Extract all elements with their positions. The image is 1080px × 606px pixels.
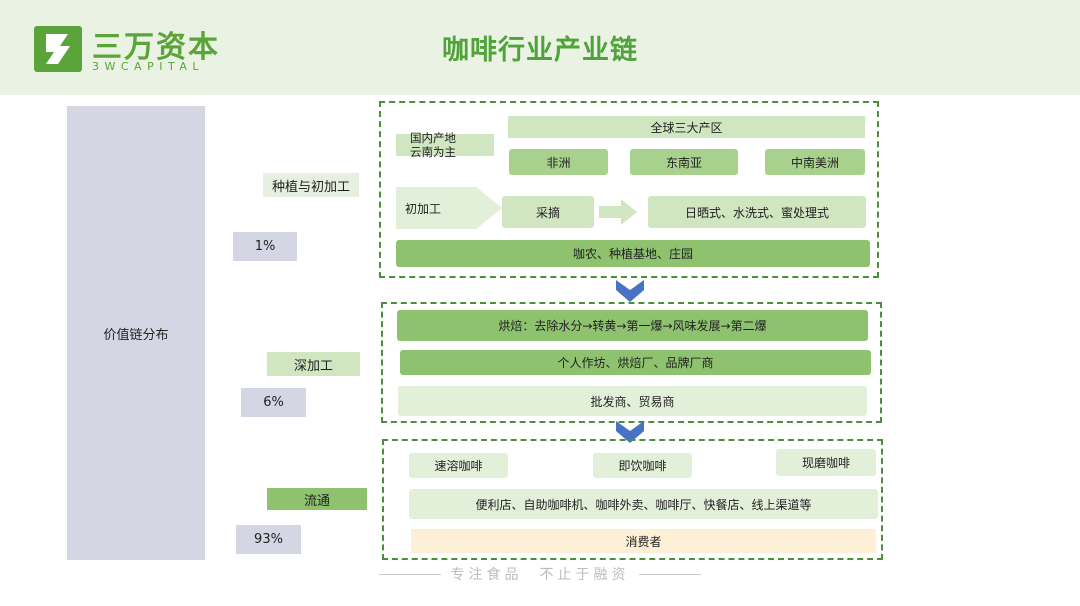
- footer-slogan: 专注食品 不止于融资: [450, 567, 630, 583]
- logo-icon: [34, 26, 82, 72]
- processing-methods: 日晒式、水洗式、蜜处理式: [648, 196, 866, 228]
- logo-text: 三万资本: [92, 30, 220, 65]
- page-title: 咖啡行业产业链: [442, 35, 638, 66]
- value-chain-column: 价值链分布: [67, 106, 205, 560]
- region-africa: 非洲: [509, 149, 608, 175]
- region-latin-america: 中南美洲: [765, 149, 865, 175]
- stage-pct-processing: 6%: [241, 388, 306, 417]
- stage-label-distribution: 流通: [267, 488, 367, 510]
- stage-name: 种植与初加工: [271, 179, 350, 195]
- stage-name: 流通: [303, 493, 330, 509]
- initial-processing-label: 初加工: [405, 201, 442, 216]
- product-rtd: 即饮咖啡: [593, 453, 692, 478]
- value-chain-label: 价值链分布: [103, 327, 169, 343]
- section-planting-box: [379, 101, 879, 278]
- chevron-down-icon: [616, 421, 644, 443]
- initial-processing-arrow-shape: [396, 187, 502, 229]
- roasters-row: 个人作坊、烘焙厂、品牌厂商: [400, 350, 871, 375]
- footer-slogan-bar: 专注食品 不止于融资: [0, 564, 1080, 584]
- footer-divider-right: [639, 573, 702, 575]
- pct-value: 1%: [254, 239, 276, 254]
- product-fresh-ground: 现磨咖啡: [776, 449, 876, 476]
- picking-step: 采摘: [502, 196, 594, 228]
- section-distribution-box: [382, 439, 883, 560]
- domestic-origin-label: 国内产地 云南为主: [396, 131, 494, 159]
- stage-label-processing: 深加工: [267, 352, 360, 376]
- stage-label-planting: 种植与初加工: [263, 173, 359, 197]
- stage-pct-distribution: 93%: [236, 525, 301, 554]
- right-arrow-icon: [599, 199, 637, 225]
- region-southeast-asia: 东南亚: [630, 149, 738, 175]
- header-band: [0, 0, 1080, 95]
- chevron-down-icon: [616, 280, 644, 302]
- traders-row: 批发商、贸易商: [398, 386, 867, 416]
- stage-name: 深加工: [293, 358, 333, 374]
- section-processing-box: [381, 302, 882, 423]
- footer-divider-left: [378, 573, 441, 575]
- pct-value: 93%: [254, 532, 283, 547]
- product-instant: 速溶咖啡: [409, 453, 508, 478]
- roasting-row: 烘焙：去除水分→转黄→第一爆→风味发展→第二爆: [397, 310, 868, 341]
- logo-subtext: 3WCAPITAL: [92, 60, 204, 73]
- pct-value: 6%: [263, 395, 284, 410]
- consumer-row: 消费者: [411, 529, 876, 553]
- global-regions-label: 全球三大产区: [508, 116, 865, 138]
- channels-row: 便利店、自助咖啡机、咖啡外卖、咖啡厅、快餐店、线上渠道等: [409, 489, 878, 519]
- farms-row: 咖农、种植基地、庄园: [396, 240, 870, 267]
- stage-pct-planting: 1%: [233, 232, 297, 261]
